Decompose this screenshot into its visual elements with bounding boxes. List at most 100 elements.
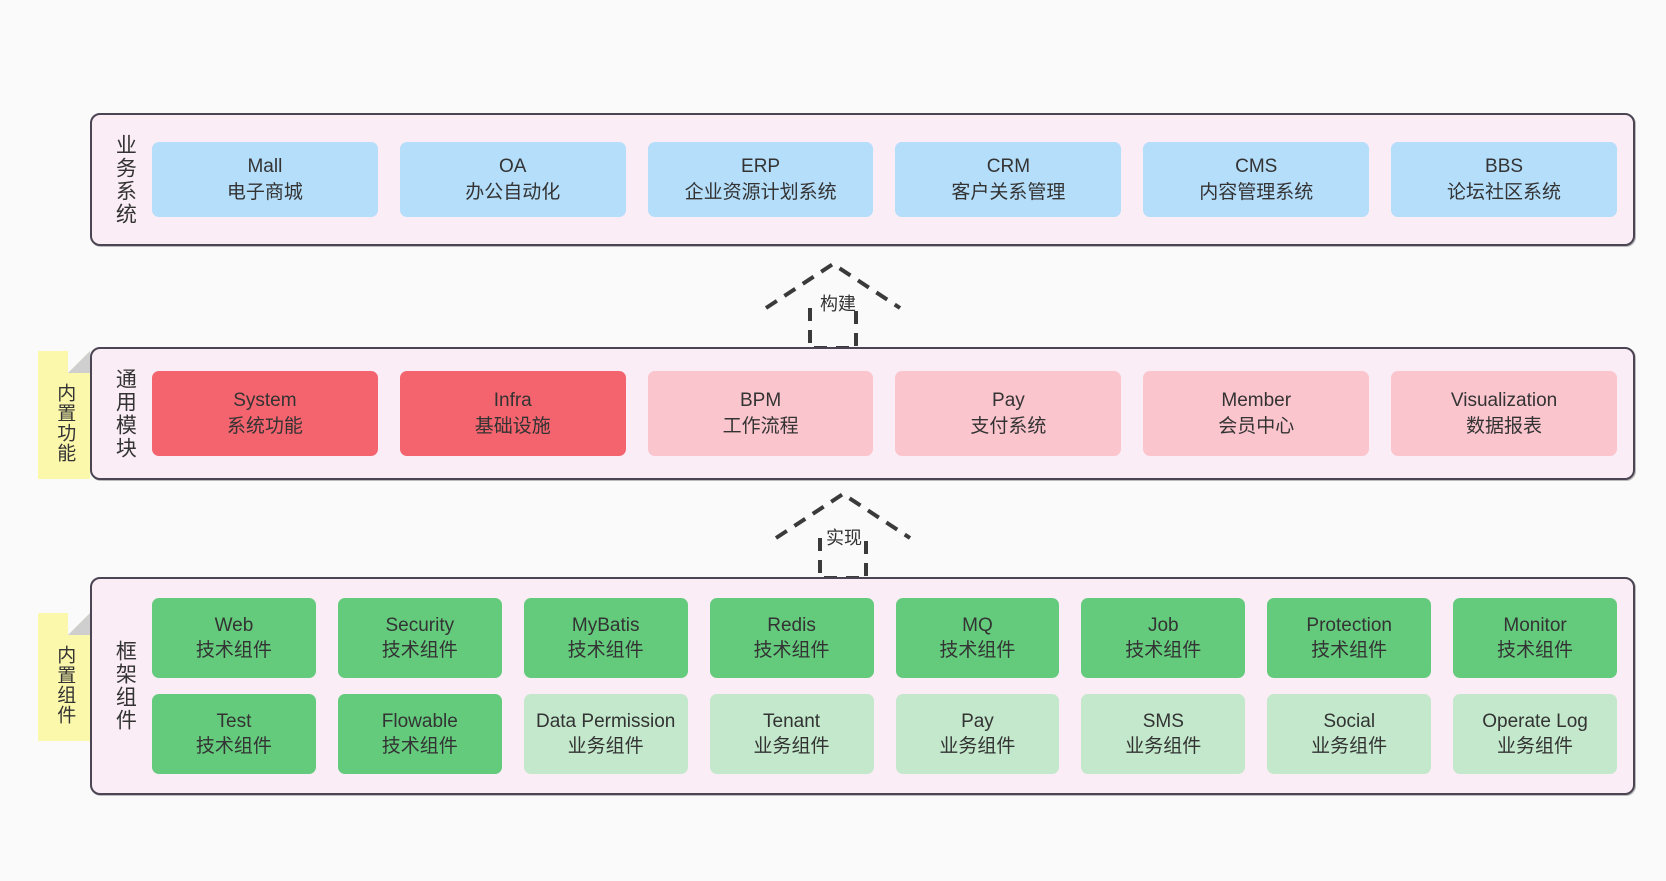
layer-body-business-systems: Mall 电子商城 OA 办公自动化 ERP 企业资源计划系统 CRM 客户关系… [144,115,1633,244]
card-social[interactable]: Social 业务组件 [1267,694,1432,774]
card-title-en: CMS [1235,156,1278,178]
card-title-cn: 技术组件 [381,640,458,661]
card-title-cn: 客户关系管理 [951,181,1066,203]
card-title-en: Test [216,710,252,732]
arrow-label-build: 构建 [820,294,856,314]
card-title-en: BBS [1485,156,1524,178]
card-title-en: Mall [247,156,283,178]
card-title-cn: 论坛社区系统 [1447,181,1562,203]
card-title-en: SMS [1142,710,1184,732]
layer-title-business-systems: 业务系统 [113,133,137,226]
card-title-en: Data Permission [535,710,676,732]
card-title-cn: 技术组件 [195,640,272,661]
card-title-en: Infra [493,390,532,412]
note-fold-icon [68,613,90,635]
card-title-cn: 业务组件 [567,736,644,757]
card-sms[interactable]: SMS 业务组件 [1081,694,1246,774]
card-title-en: Visualization [1450,390,1558,412]
layer-common-modules: 通用模块 System 系统功能 Infra 基础设施 BPM 工作流程 Pay… [90,347,1635,480]
card-title-en: Pay [992,390,1025,412]
card-pay-component[interactable]: Pay 业务组件 [895,694,1060,774]
card-title-cn: 内容管理系统 [1199,181,1314,203]
card-title-cn: 技术组件 [195,736,272,757]
note-fold-icon [68,351,90,373]
card-bpm[interactable]: BPM 工作流程 [647,371,874,456]
card-mq[interactable]: MQ 技术组件 [895,598,1060,678]
card-row: Mall 电子商城 OA 办公自动化 ERP 企业资源计划系统 CRM 客户关系… [152,142,1617,217]
card-test[interactable]: Test 技术组件 [152,694,316,774]
card-title-en: Pay [961,710,994,732]
card-crm[interactable]: CRM 客户关系管理 [895,142,1122,217]
card-title-cn: 工作流程 [722,415,799,437]
card-title-cn: 技术组件 [1125,640,1202,661]
card-security[interactable]: Security 技术组件 [337,598,502,678]
card-title-cn: 技术组件 [939,640,1016,661]
card-protection[interactable]: Protection 技术组件 [1267,598,1432,678]
card-member[interactable]: Member 会员中心 [1143,371,1370,456]
card-infra[interactable]: Infra 基础设施 [399,371,626,456]
card-operate-log[interactable]: Operate Log 业务组件 [1453,694,1617,774]
card-cms[interactable]: CMS 内容管理系统 [1143,142,1370,217]
card-web[interactable]: Web 技术组件 [152,598,316,678]
generalization-arrow-icon [774,491,912,580]
card-title-cn: 业务组件 [1125,736,1202,757]
card-title-en: MyBatis [571,614,640,636]
card-title-en: Web [214,614,254,636]
card-monitor[interactable]: Monitor 技术组件 [1453,598,1617,678]
card-title-cn: 支付系统 [970,415,1047,437]
note-builtin-function: 内置功能 [38,351,90,479]
card-title-cn: 办公自动化 [465,181,561,203]
card-title-cn: 业务组件 [1311,736,1388,757]
card-mybatis[interactable]: MyBatis 技术组件 [523,598,688,678]
card-visualization[interactable]: Visualization 数据报表 [1391,371,1617,456]
arrow-build: 构建 [758,258,908,350]
card-title-en: CRM [986,156,1031,178]
card-title-en: Protection [1306,614,1392,636]
card-title-cn: 业务组件 [1497,736,1574,757]
card-title-cn: 企业资源计划系统 [684,181,837,203]
note-builtin-component: 内置组件 [38,613,90,741]
card-oa[interactable]: OA 办公自动化 [399,142,626,217]
arrow-implement: 实现 [768,488,918,580]
card-data-permission[interactable]: Data Permission 业务组件 [523,694,688,774]
generalization-arrow-icon [764,261,902,350]
card-redis[interactable]: Redis 技术组件 [709,598,874,678]
card-title-en: ERP [741,156,781,178]
card-title-en: Security [385,614,455,636]
card-row-tech: Web 技术组件 Security 技术组件 MyBatis 技术组件 Redi… [152,598,1617,678]
card-system[interactable]: System 系统功能 [152,371,378,456]
card-title-cn: 电子商城 [226,181,303,203]
card-tenant[interactable]: Tenant 业务组件 [709,694,874,774]
card-title-en: Tenant [763,710,821,732]
card-title-en: MQ [962,614,993,636]
card-erp[interactable]: ERP 企业资源计划系统 [647,142,874,217]
card-title-en: Redis [767,614,816,636]
card-title-cn: 技术组件 [1311,640,1388,661]
card-title-en: Job [1147,614,1179,636]
card-title-en: System [233,390,297,412]
card-title-cn: 系统功能 [226,415,303,437]
card-title-cn: 技术组件 [381,736,458,757]
card-title-cn: 技术组件 [753,640,830,661]
card-mall[interactable]: Mall 电子商城 [152,142,378,217]
layer-framework-components: 框架组件 Web 技术组件 Security 技术组件 MyBatis 技术组件… [90,577,1635,795]
card-job[interactable]: Job 技术组件 [1081,598,1246,678]
card-row-business: Test 技术组件 Flowable 技术组件 Data Permission … [152,694,1617,774]
layer-title-framework-components: 框架组件 [113,640,137,732]
arrow-label-implement: 实现 [826,528,862,548]
card-flowable[interactable]: Flowable 技术组件 [337,694,502,774]
card-title-en: Member [1221,390,1292,412]
card-title-cn: 技术组件 [1497,640,1574,661]
card-row: System 系统功能 Infra 基础设施 BPM 工作流程 Pay 支付系统… [152,371,1617,456]
layer-body-common-modules: System 系统功能 Infra 基础设施 BPM 工作流程 Pay 支付系统… [144,349,1633,478]
card-title-en: Operate Log [1482,710,1588,732]
card-title-en: Social [1323,710,1376,732]
card-title-cn: 基础设施 [474,415,551,437]
card-title-cn: 技术组件 [567,640,644,661]
card-title-cn: 业务组件 [939,736,1016,757]
card-pay-module[interactable]: Pay 支付系统 [895,371,1122,456]
layer-body-framework-components: Web 技术组件 Security 技术组件 MyBatis 技术组件 Redi… [144,579,1633,793]
note-label: 内置功能 [54,383,76,463]
card-bbs[interactable]: BBS 论坛社区系统 [1391,142,1617,217]
layer-title-common-modules: 通用模块 [113,367,137,460]
